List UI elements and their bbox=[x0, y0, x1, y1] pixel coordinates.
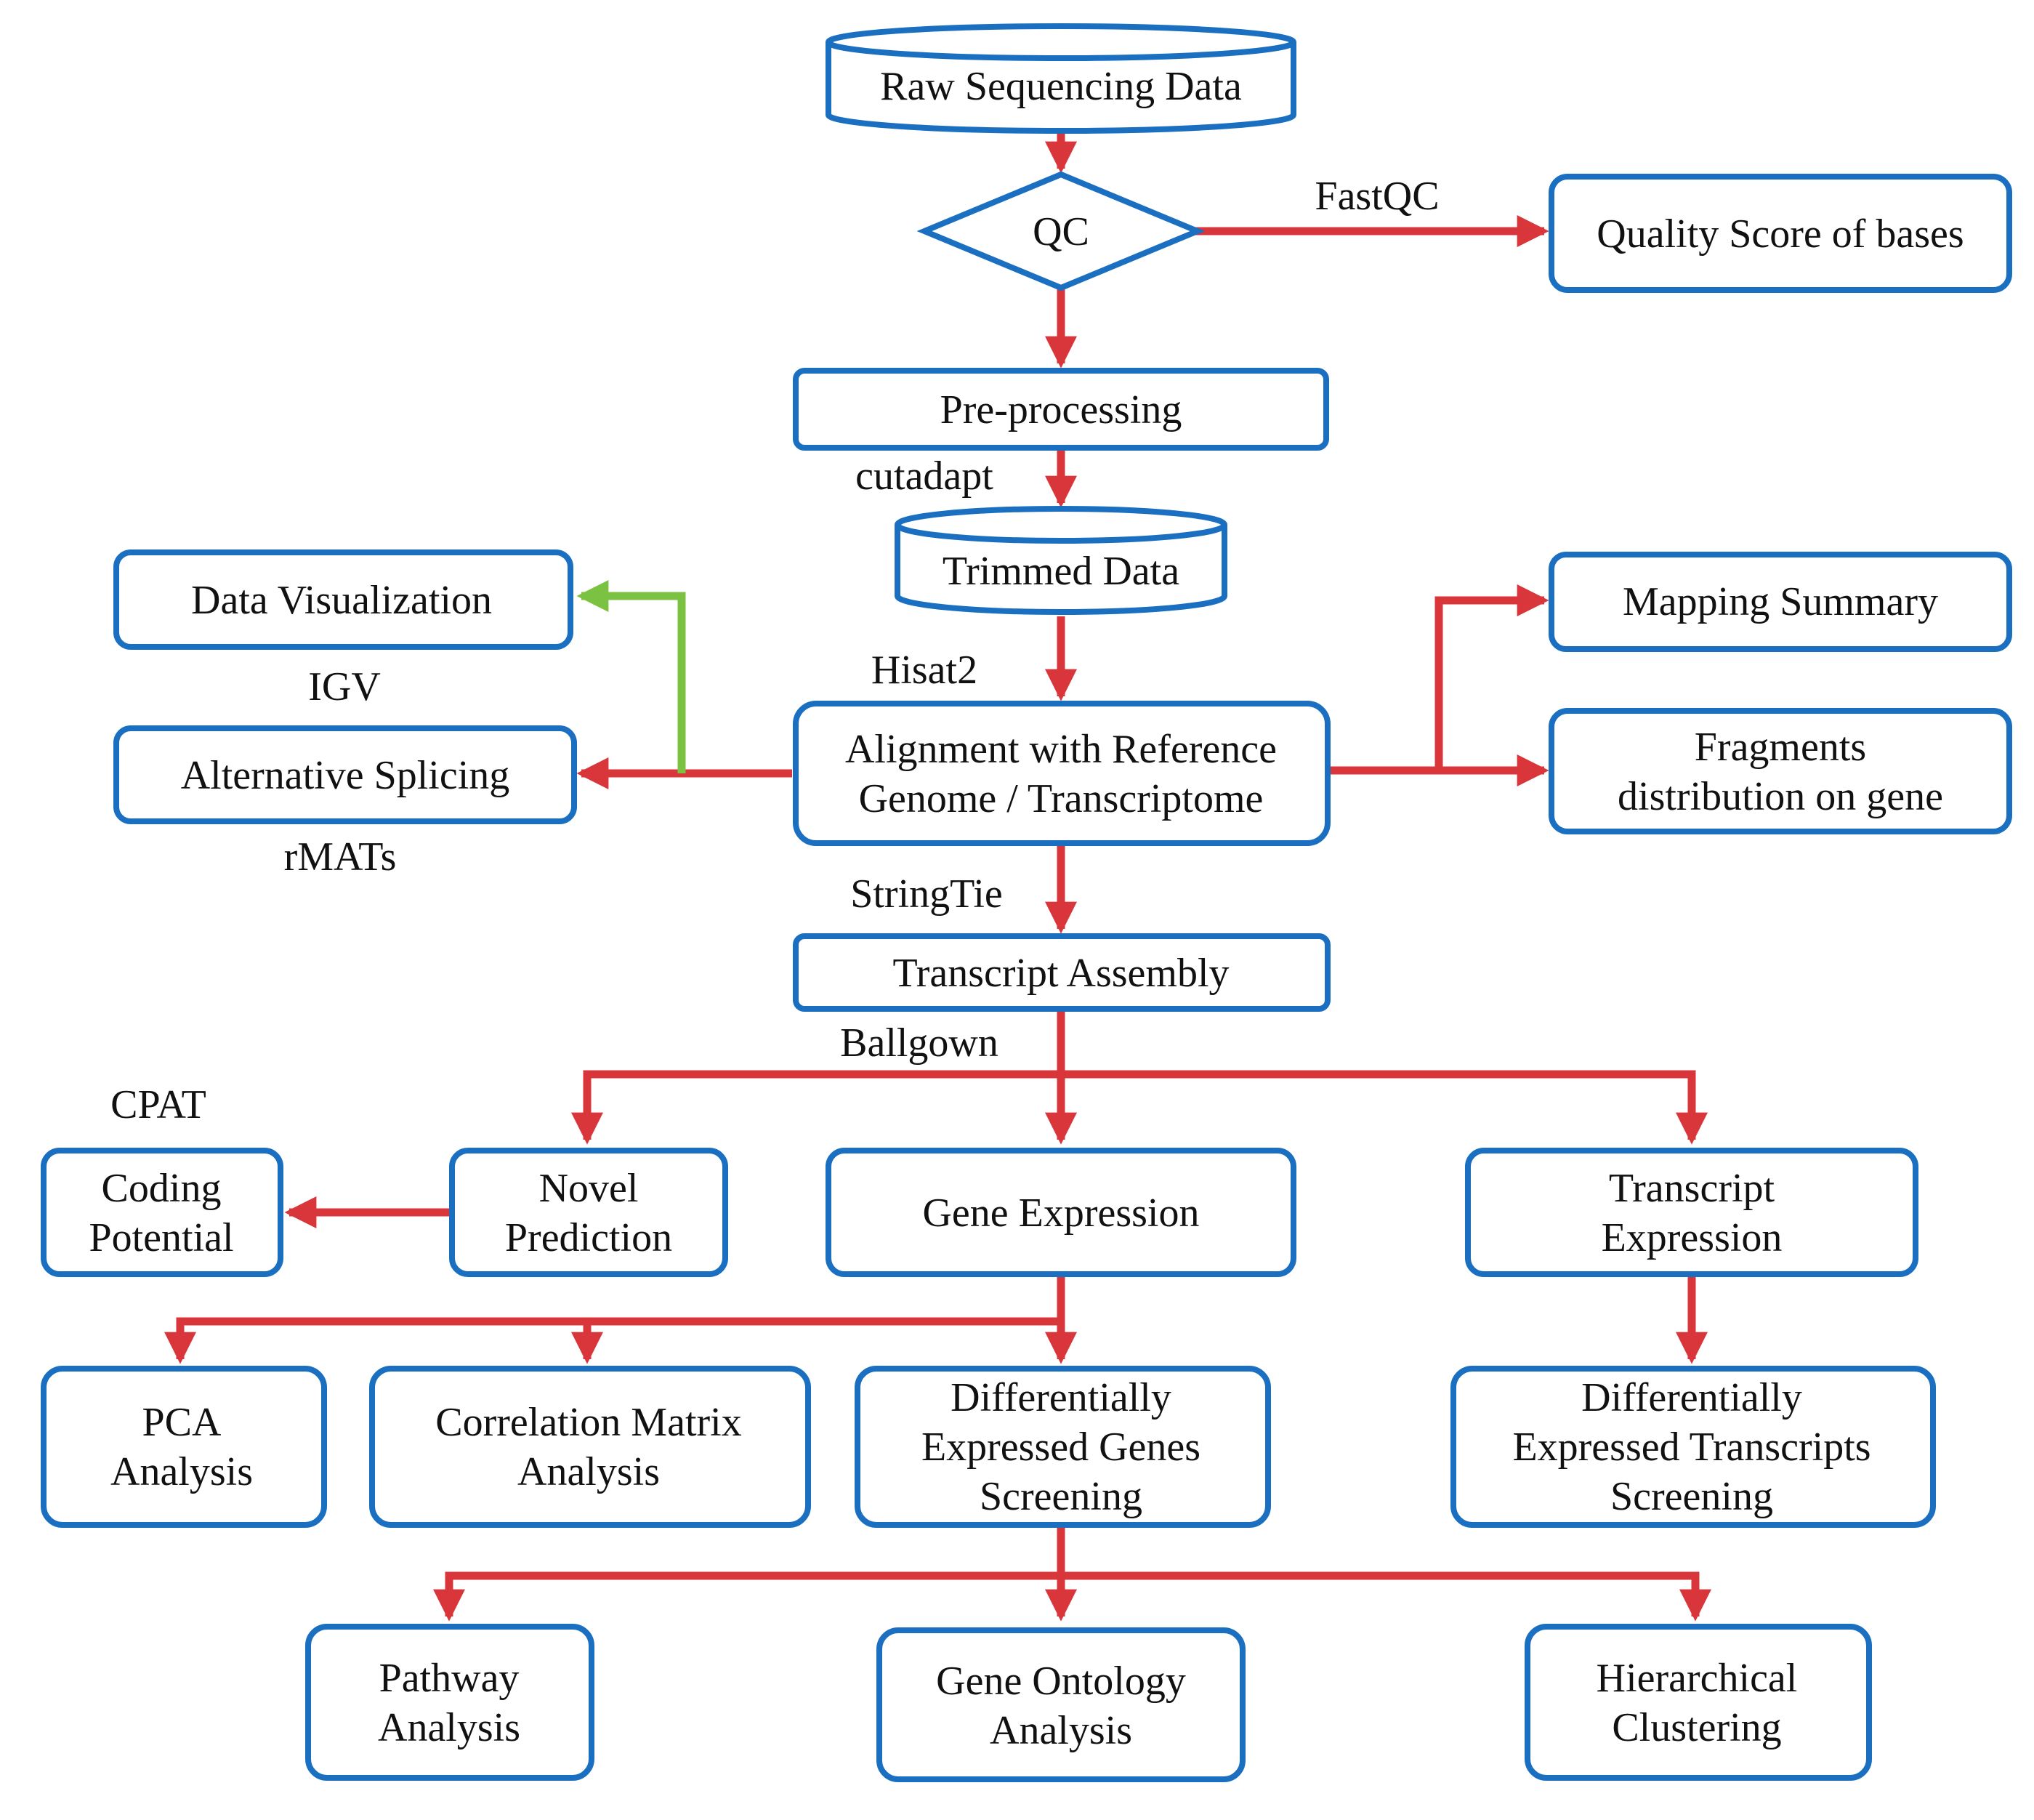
tool-label-igv: IGV bbox=[308, 664, 381, 709]
nodes: Raw Sequencing Data QC Quality Score of … bbox=[41, 23, 2012, 1782]
node-label-line: Analysis bbox=[110, 1449, 253, 1494]
node-raw-sequencing-data: Raw Sequencing Data bbox=[826, 23, 1296, 134]
svg-text:Quality Score of bases: Quality Score of bases bbox=[1597, 212, 1964, 257]
tool-labels: FastQC cutadapt Hisat2 IGV rMATs StringT… bbox=[110, 174, 1439, 1127]
svg-text:Transcript Assembly: Transcript Assembly bbox=[892, 951, 1229, 996]
tool-label-stringtie: StringTie bbox=[850, 871, 1003, 917]
node-label-line: Screening bbox=[1610, 1474, 1773, 1519]
node-label-line: Quality Score of bases bbox=[1597, 212, 1964, 257]
tool-label-ballgown: Ballgown bbox=[840, 1020, 998, 1066]
node-quality-score: Quality Score of bases bbox=[1549, 174, 2012, 293]
node-label-line: PCA bbox=[142, 1400, 222, 1445]
node-label-line: Differentially bbox=[951, 1375, 1171, 1420]
node-gene-expression: Gene Expression bbox=[826, 1148, 1296, 1277]
node-label-line: Screening bbox=[980, 1474, 1142, 1519]
edge-geneexp-to-pca bbox=[164, 1317, 1061, 1364]
node-label-line: Alternative Splicing bbox=[181, 753, 510, 798]
node-label-line: distribution on gene bbox=[1618, 774, 1943, 819]
node-label-line: Transcript bbox=[1609, 1166, 1775, 1211]
edge-alignment-to-dataviz bbox=[576, 580, 686, 773]
edge-deg-to-pathway bbox=[433, 1571, 1061, 1622]
node-label-line: Coding bbox=[102, 1166, 222, 1211]
node-label-line: Pathway bbox=[379, 1656, 520, 1701]
node-label-line: Fragments bbox=[1695, 725, 1866, 770]
node-label-line: Genome / Transcriptome bbox=[859, 776, 1264, 821]
node-label-line: QC bbox=[1033, 209, 1089, 254]
node-mapping-summary: Mapping Summary bbox=[1549, 552, 2012, 652]
svg-text:Gene Expression: Gene Expression bbox=[922, 1191, 1199, 1236]
node-label-line: Alignment with Reference bbox=[845, 727, 1277, 772]
node-qc: QC bbox=[916, 171, 1206, 291]
node-label-line: Gene Expression bbox=[922, 1191, 1199, 1236]
node-label-line: Expressed Genes bbox=[921, 1425, 1200, 1470]
node-data-visualization: Data Visualization bbox=[113, 549, 573, 650]
node-preprocessing: Pre-processing bbox=[793, 368, 1329, 451]
node-label-line: Data Visualization bbox=[191, 578, 492, 623]
node-label-line: Transcript Assembly bbox=[892, 951, 1229, 996]
node-label-line: Trimmed Data bbox=[943, 549, 1179, 594]
node-trimmed-data: Trimmed Data bbox=[895, 506, 1227, 615]
node-label-line: Raw Sequencing Data bbox=[880, 64, 1242, 109]
edge-assembly-to-novel bbox=[571, 1070, 1061, 1145]
tool-label-cutadapt: cutadapt bbox=[855, 454, 993, 499]
node-label-line: Correlation Matrix bbox=[435, 1400, 741, 1445]
svg-text:QC: QC bbox=[1033, 209, 1089, 254]
node-label-line: Novel bbox=[539, 1166, 639, 1211]
edge-deg-to-hclust bbox=[1061, 1571, 1711, 1622]
node-label-line: Hierarchical bbox=[1597, 1656, 1798, 1701]
node-label-line: Analysis bbox=[378, 1705, 520, 1750]
node-label-line: Gene Ontology bbox=[936, 1659, 1186, 1704]
node-label-line: Expressed Transcripts bbox=[1512, 1425, 1870, 1470]
tool-label-hisat2: Hisat2 bbox=[871, 648, 977, 693]
edge-alignment-to-mapping bbox=[1330, 584, 1549, 775]
node-label-line: Analysis bbox=[517, 1449, 660, 1494]
svg-text:Data Visualization: Data Visualization bbox=[191, 578, 492, 623]
edges bbox=[164, 129, 1711, 1622]
node-alternative-splicing: Alternative Splicing bbox=[113, 725, 577, 824]
svg-text:Alternative Splicing: Alternative Splicing bbox=[181, 753, 510, 798]
tool-label-fastqc: FastQC bbox=[1315, 174, 1439, 219]
svg-text:Trimmed Data: Trimmed Data bbox=[943, 549, 1179, 594]
node-label-line: Expression bbox=[1602, 1215, 1783, 1260]
node-transcript-assembly: Transcript Assembly bbox=[793, 933, 1331, 1012]
node-label-line: Pre-processing bbox=[940, 387, 1182, 432]
node-label-line: Potential bbox=[89, 1215, 233, 1260]
node-label-line: Clustering bbox=[1612, 1705, 1781, 1750]
svg-text:Pre-processing: Pre-processing bbox=[940, 387, 1182, 432]
node-label-line: Prediction bbox=[505, 1215, 672, 1260]
tool-label-rmats: rMATs bbox=[284, 834, 397, 879]
node-label-line: Differentially bbox=[1581, 1375, 1802, 1420]
edge-assembly-to-transexp bbox=[1061, 1070, 1708, 1145]
tool-label-cpat: CPAT bbox=[110, 1082, 206, 1127]
svg-text:Mapping Summary: Mapping Summary bbox=[1623, 579, 1938, 624]
node-label-line: Mapping Summary bbox=[1623, 579, 1938, 624]
svg-text:Raw Sequencing Data: Raw Sequencing Data bbox=[880, 64, 1242, 109]
node-label-line: Analysis bbox=[990, 1708, 1132, 1753]
